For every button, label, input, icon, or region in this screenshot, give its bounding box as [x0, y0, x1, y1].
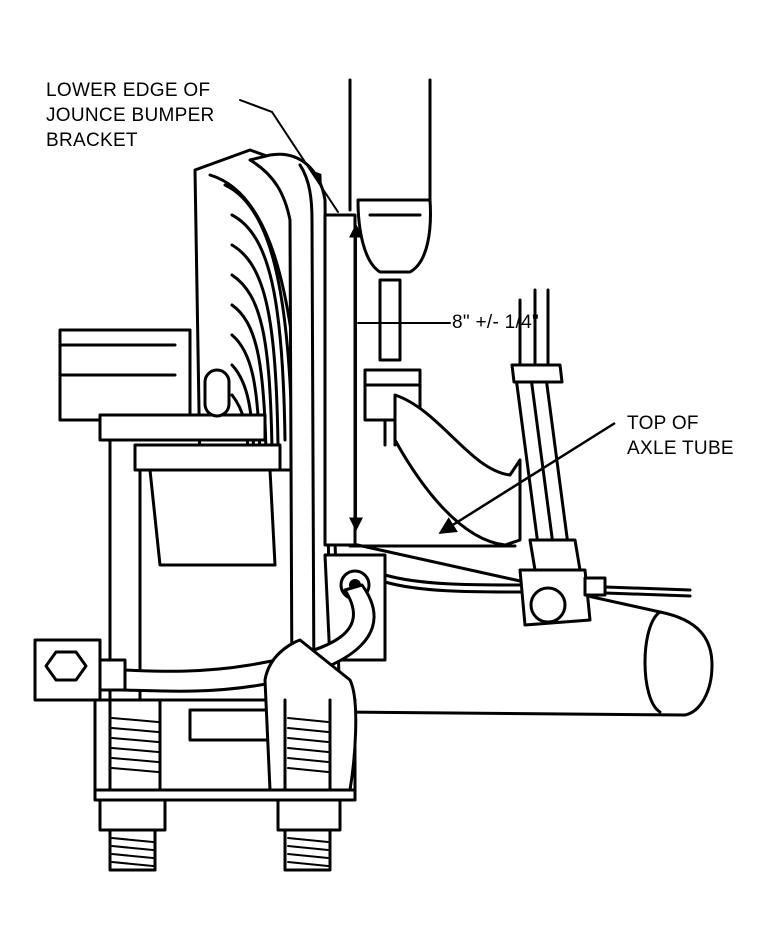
- brake-line: [383, 573, 522, 594]
- axle-tube-leader: [438, 421, 616, 535]
- dimension-label: 8" +/- 1/4": [452, 312, 540, 333]
- axle-tube-label-line1: TOP OF: [627, 413, 699, 434]
- jounce-bumper-label-line2: JOUNCE BUMPER: [46, 105, 215, 126]
- frame-bracket: [58, 328, 282, 792]
- u-bolt-upright: [248, 152, 357, 702]
- shock-mount-arm: [393, 393, 522, 547]
- axle-tube: [333, 538, 714, 717]
- jounce-bumper-label-line1: LOWER EDGE OF: [46, 80, 211, 101]
- u-bolt-left: [98, 698, 167, 872]
- junction-block: [518, 568, 692, 627]
- jounce-bumper-leader: [239, 99, 339, 213]
- axle-tube-label-line2: AXLE TUBE: [627, 438, 734, 459]
- shock-absorber: [348, 78, 432, 447]
- brake-line-tubes: [510, 288, 582, 572]
- left-hose-fitting: [33, 638, 127, 702]
- jounce-bumper-label-line3: BRACKET: [46, 130, 138, 151]
- u-bolt-right: [263, 638, 358, 872]
